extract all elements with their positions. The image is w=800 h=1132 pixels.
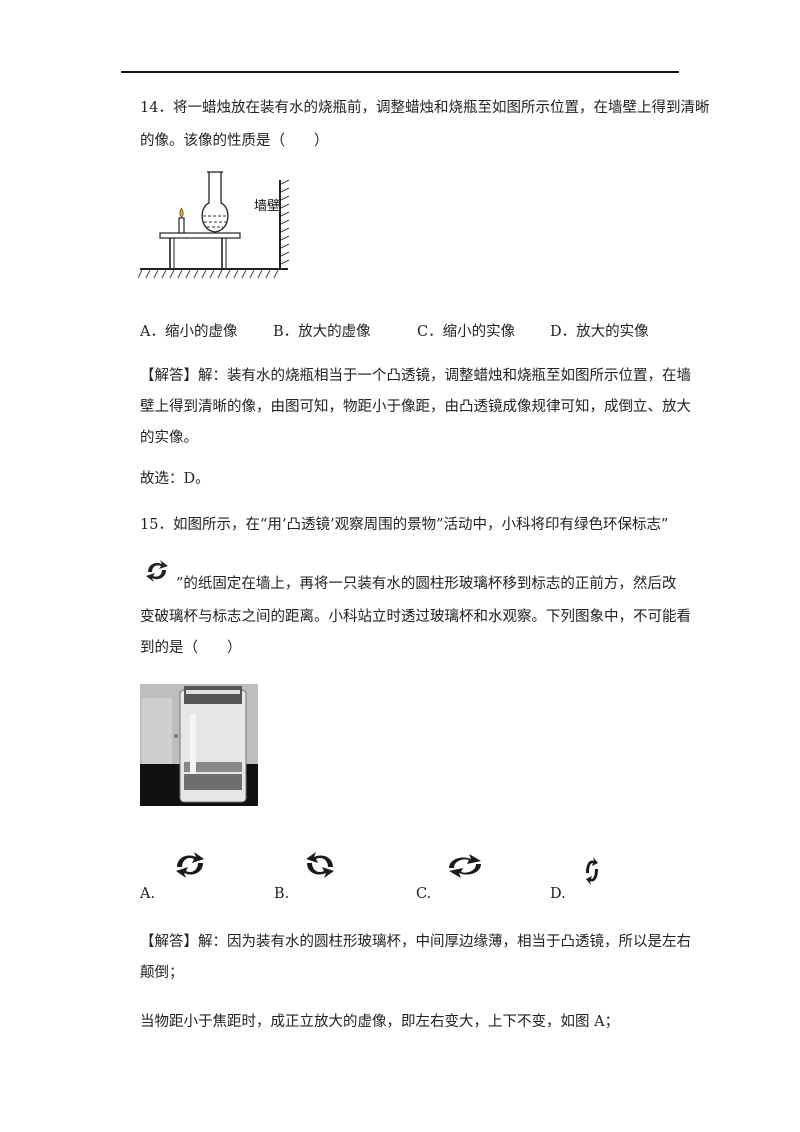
q14-stem-line1: 14．将一蜡烛放在装有水的烧瓶前，调整蜡烛和烧瓶至如图所示位置，在墙壁上得到清晰 (140, 100, 710, 116)
candle-flask-wall-diagram: 墙壁 (138, 171, 290, 279)
wall-label: 墙壁 (254, 199, 280, 214)
option-d-logo-icon (586, 857, 598, 885)
q15-answer-line1: 【解答】解：因为装有水的圆柱形玻璃杯，中间厚边缘薄，相当于凸透镜，所以是左右 (140, 934, 691, 950)
q14-stem-line2: 的像。该像的性质是（ ） (140, 133, 329, 149)
q15-stem-line2: ”的纸固定在墙上，再将一只装有水的圆柱形玻璃杯移到标志的正前方，然后改 (176, 576, 677, 592)
option-b-logo-icon (306, 852, 334, 878)
q15-option-d: D. (550, 886, 566, 902)
q14-option-a: A．缩小的虚像 (140, 324, 238, 340)
q15-answer-line2: 颠倒； (140, 965, 184, 981)
q14-choice: 故选：D。 (140, 471, 210, 487)
recycle-logo-icon (140, 558, 174, 584)
q15-stem-line1: 15．如图所示，在“用‘凸透镜’观察周围的景物”活动中，小科将印有绿色环保标志” (140, 517, 669, 533)
q14-option-b: B．放大的虚像 (273, 324, 371, 340)
q14-answer-line2: 壁上得到清晰的像，由图可知，物距小于像距，由凸透镜成像规律可知，成倒立、放大 (140, 399, 691, 415)
q14-option-d: D．放大的实像 (550, 324, 649, 340)
q14-option-c: C．缩小的实像 (417, 324, 516, 340)
q15-option-a: A. (140, 886, 156, 902)
q14-answer-line1: 【解答】解：装有水的烧瓶相当于一个凸透镜，调整蜡烛和烧瓶至如图所示位置，在墙 (140, 368, 691, 384)
glass-cup-photo (140, 684, 258, 806)
q14-answer-line3: 的实像。 (140, 430, 198, 446)
q15-option-c: C. (416, 886, 432, 902)
q15-option-b: B. (274, 886, 290, 902)
q15-stem-line3: 变破璃杯与标志之间的距离。小科站立时透过玻璃杯和水观察。下列图象中，不可能看 (140, 609, 691, 625)
option-c-logo-icon (449, 854, 481, 878)
q15-answer-line3: 当物距小于焦距时，成正立放大的虚像，即左右变大，上下不变，如图 A； (140, 1014, 620, 1030)
q15-stem-line4: 到的是（ ） (140, 640, 242, 656)
top-rule (121, 71, 679, 73)
option-a-logo-icon (176, 852, 204, 878)
